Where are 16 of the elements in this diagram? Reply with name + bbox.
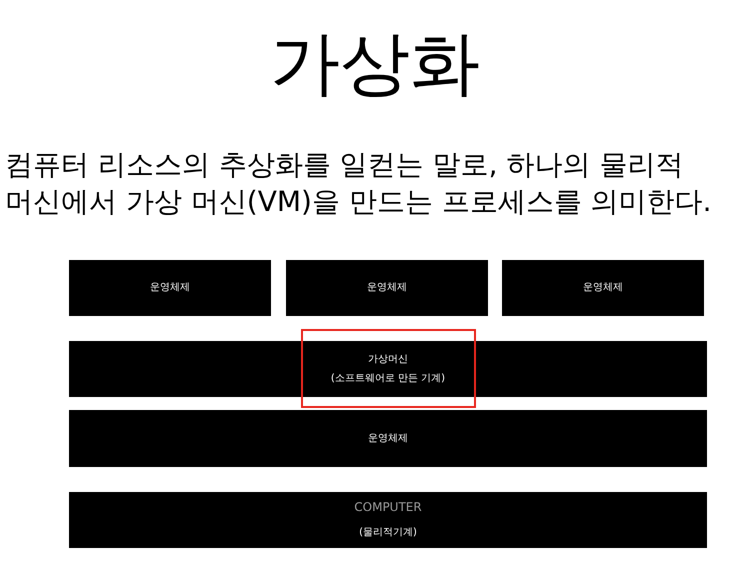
- diagram-title: 가상화: [269, 21, 481, 106]
- guest-os-block: [69, 260, 271, 316]
- os-label: 운영체제: [150, 281, 190, 295]
- layer-description: (소프트웨어로 만든 기계): [330, 372, 446, 386]
- os-label: 운영체제: [367, 281, 407, 295]
- guest-os-block: [286, 260, 488, 316]
- hardware-layer: [69, 492, 707, 548]
- os-label: 운영체제: [368, 432, 408, 446]
- os-label: 운영체제: [583, 281, 623, 295]
- layer-title: COMPUTER: [354, 500, 422, 514]
- layer-title: 가상머신: [368, 352, 408, 366]
- layer-description: (물리적기계): [359, 526, 417, 540]
- virtual-machine-layer: [69, 341, 707, 397]
- host-os-layer: [69, 410, 707, 467]
- guest-os-block: [502, 260, 704, 316]
- description-text: 컴퓨터 리소스의 추상화를 일컫는 말로, 하나의 물리적 머신에서 가상 머신(VM)을 만드는 프로세스를 의미한다.: [5, 147, 713, 220]
